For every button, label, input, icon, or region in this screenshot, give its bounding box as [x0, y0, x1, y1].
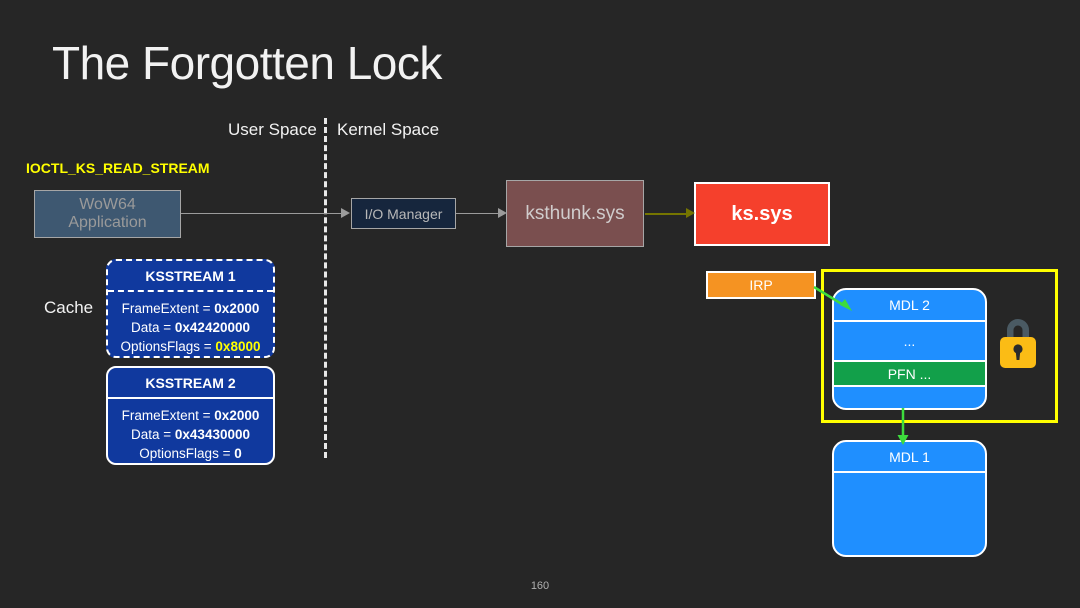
arrow-ksthunk-to-ks-sys [645, 213, 686, 215]
user-space-label: User Space [228, 120, 317, 139]
cache-label: Cache [44, 298, 94, 317]
ksstream-2-options-key: OptionsFlags = [139, 446, 235, 462]
io-manager-box: I/O Manager [351, 198, 456, 229]
mdl-1-box: MDL 1 [832, 440, 987, 557]
ksstream-1-frameextent-value: 0x2000 [214, 301, 260, 316]
ksstream-1-box: KSSTREAM 1 FrameExtent = 0x2000 Data = 0… [106, 259, 275, 358]
arrowhead-ksthunk [498, 208, 507, 218]
ksstream-1-data-key: Data = [131, 320, 175, 336]
page-number: 160 [530, 580, 550, 592]
ksstream-1-data-value: 0x42420000 [174, 320, 250, 336]
irp-box: IRP [706, 271, 816, 299]
mdl-2-box: MDL 2 ... PFN ... [832, 288, 987, 410]
ksstream-2-title: KSSTREAM 2 [108, 368, 273, 399]
arrow-mdl2-to-mdl1 [896, 408, 910, 446]
ksstream-1-body: FrameExtent = 0x2000 Data = 0x42420000 O… [108, 292, 273, 364]
ksstream-1-title: KSSTREAM 1 [108, 261, 273, 292]
ksstream-2-frameextent-value: 0x2000 [214, 408, 260, 423]
ksstream-2-data-value: 0x43430000 [174, 427, 250, 443]
kernel-space-label: Kernel Space [337, 120, 440, 139]
ioctl-label: IOCTL_KS_READ_STREAM [26, 160, 210, 176]
ksstream-2-box: KSSTREAM 2 FrameExtent = 0x2000 Data = 0… [106, 366, 275, 465]
arrow-wow64-to-io-manager [181, 213, 341, 214]
wow64-line2: Application [68, 214, 147, 231]
ksstream-1-frameextent-key: FrameExtent = [121, 301, 215, 316]
ksstream-2-body: FrameExtent = 0x2000 Data = 0x43430000 O… [108, 399, 273, 471]
arrowhead-ks-sys [686, 208, 695, 218]
mdl-1-row-empty [834, 473, 985, 555]
mdl-1-title: MDL 1 [834, 442, 985, 473]
locked-region-highlight-frame [821, 269, 1058, 423]
arrowhead-io-manager [341, 208, 350, 218]
arrow-io-manager-to-ksthunk [456, 213, 498, 214]
arrow-irp-to-mdl2 [812, 285, 856, 313]
mdl-2-title: MDL 2 [834, 290, 985, 322]
ksstream-2-data-key: Data = [131, 427, 175, 443]
user-kernel-divider [324, 118, 327, 458]
lock-icon [997, 310, 1039, 372]
wow64-application-box: WoW64 Application [34, 190, 181, 238]
ksstream-1-options-key: OptionsFlags = [120, 339, 216, 355]
wow64-line1: WoW64 [79, 195, 136, 213]
mdl-2-row-ellipsis: ... [834, 322, 985, 362]
ksstream-1-options-value: 0x8000 [215, 339, 261, 355]
ksstream-2-options-value: 0 [234, 446, 242, 462]
page-title: The Forgotten Lock [52, 37, 442, 89]
mdl-2-row-pfn: PFN ... [834, 362, 985, 387]
ksthunk-sys-box: ksthunk.sys [506, 180, 644, 247]
mdl-2-row-empty [834, 387, 985, 408]
ksstream-2-frameextent-key: FrameExtent = [121, 408, 215, 423]
ks-sys-box: ks.sys [694, 182, 830, 246]
